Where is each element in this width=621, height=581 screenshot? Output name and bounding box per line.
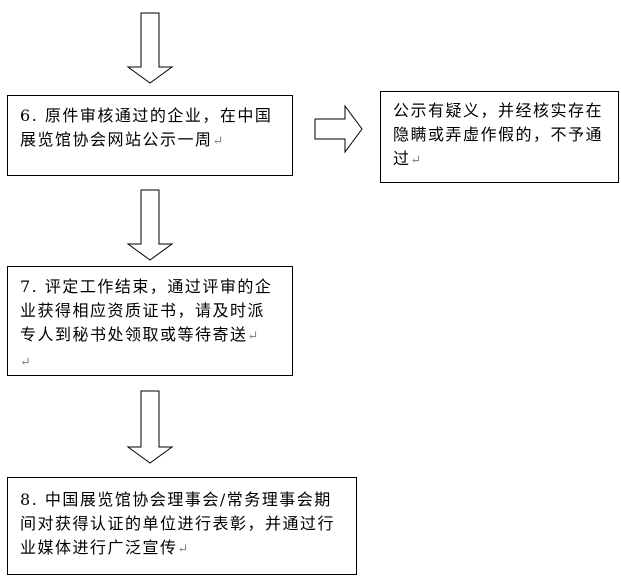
return-mark: ↵ [410,153,422,168]
down-arrow-icon [126,12,174,84]
rejection-note-box: 公示有疑义，并经核实存在隐瞒或弄虚作假的，不予通过↵ [380,91,619,183]
step-6-box: 6. 原件审核通过的企业，在中国展览馆协会网站公示一周↵ [7,95,293,176]
down-arrow-icon [126,390,174,464]
step-8-box: 8. 中国展览馆协会理事会/常务理事会期间对获得认证的单位进行表彰，并通过行业媒… [7,477,357,575]
down-arrow-icon [126,189,174,261]
return-mark: ↵ [212,134,224,149]
step-8-text: 8. 中国展览馆协会理事会/常务理事会期间对获得认证的单位进行表彰，并通过行业媒… [20,490,336,557]
rejection-note-text: 公示有疑义，并经核实存在隐瞒或弄虚作假的，不予通过 [393,101,604,168]
return-mark: ↵ [20,355,31,370]
step-7-text: 7. 评定工作结束，通过评审的企业获得相应资质证书，请及时派专人到秘书处领取或等… [20,277,273,344]
step-6-text: 6. 原件审核通过的企业，在中国展览馆协会网站公示一周 [20,106,273,149]
return-mark: ↵ [177,542,189,557]
step-7-box: 7. 评定工作结束，通过评审的企业获得相应资质证书，请及时派专人到秘书处领取或等… [7,266,293,376]
return-mark: ↵ [247,329,259,344]
right-arrow-icon [314,104,363,154]
